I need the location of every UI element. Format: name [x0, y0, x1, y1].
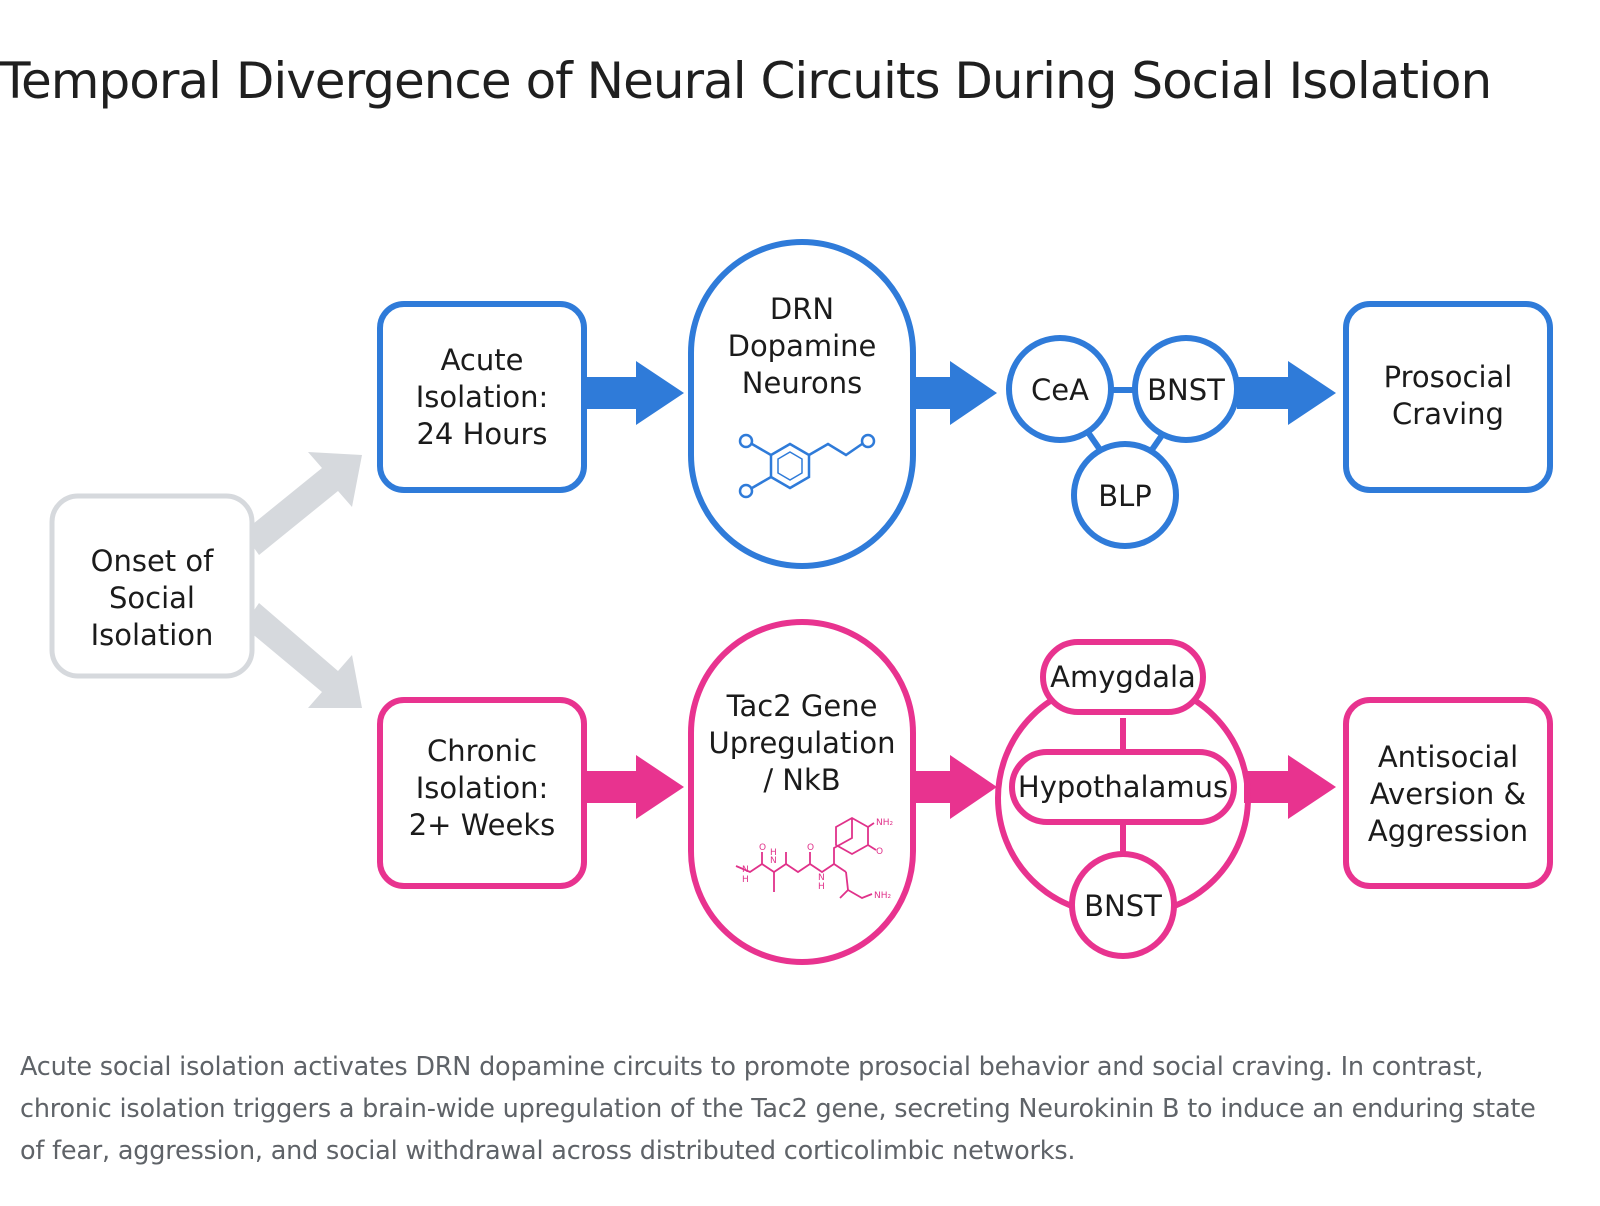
onset-label-2: Social: [109, 581, 195, 615]
region-bnst-acute: BNST: [1132, 335, 1240, 443]
acute-outcome-node: Prosocial Craving: [1343, 301, 1553, 493]
region-amygdala: Amygdala: [1040, 639, 1206, 715]
acute-stage-node: Acute Isolation: 24 Hours: [377, 301, 587, 493]
chronic-outcome-label-1: Antisocial: [1378, 740, 1518, 774]
region-amygdala-label: Amygdala: [1050, 660, 1196, 694]
onset-node: Onset of Social Isolation: [49, 493, 255, 679]
chem-h-1: H: [742, 875, 749, 885]
acute-mechanism-label-3: Neurons: [742, 366, 862, 400]
chronic-outcome-label-2: Aversion &: [1370, 777, 1526, 811]
chem-h-2: H: [770, 848, 777, 858]
acute-arrow-2: [910, 361, 997, 425]
branch-arrow-up: [243, 452, 362, 555]
figure-caption: Acute social isolation activates DRN dop…: [20, 1052, 1536, 1166]
chronic-arrow-2: [910, 755, 997, 819]
chem-o-ring: O: [876, 847, 883, 857]
acute-regions-cluster: CeA BNST BLP: [1006, 335, 1240, 549]
onset-label-3: Isolation: [91, 618, 214, 652]
acute-stage-label-3: 24 Hours: [416, 417, 547, 451]
chronic-regions-cluster: Amygdala Hypothalamus BNST: [995, 639, 1251, 959]
acute-pathway: Acute Isolation: 24 Hours DRN Dopamine N…: [377, 239, 1553, 569]
chronic-arrow-1: [582, 755, 684, 819]
branch-arrow-down: [243, 603, 362, 708]
chem-n-2: N: [770, 856, 777, 866]
chem-n-3: N: [818, 873, 825, 883]
chem-nh2-top: NH₂: [876, 818, 894, 828]
acute-stage-label-1: Acute: [441, 343, 524, 377]
acute-outcome-label-2: Craving: [1392, 397, 1504, 431]
acute-mechanism-label-2: Dopamine: [728, 329, 877, 363]
chem-h-3: H: [818, 882, 825, 892]
acute-outcome-label-1: Prosocial: [1384, 360, 1513, 394]
region-bnst-acute-label: BNST: [1147, 373, 1225, 407]
acute-mechanism-node: DRN Dopamine Neurons: [688, 239, 916, 569]
region-hypothalamus-label: Hypothalamus: [1018, 770, 1228, 804]
chronic-stage-node: Chronic Isolation: 2+ Weeks: [377, 697, 587, 889]
chronic-outcome-label-3: Aggression: [1368, 814, 1528, 848]
chronic-mechanism-label-3: / NkB: [763, 763, 840, 797]
region-blp: BLP: [1071, 441, 1179, 549]
neurokinin-b-molecule-icon: NH₂ O N H O N H O N H NH₂: [735, 816, 894, 901]
chronic-mechanism-node: Tac2 Gene Upregulation / NkB: [688, 619, 916, 965]
branch-arrows: [243, 452, 362, 708]
chem-nh2-bottom: NH₂: [874, 891, 892, 901]
acute-arrow-1: [582, 361, 684, 425]
chronic-stage-label-1: Chronic: [427, 734, 537, 768]
chronic-arrow-3: [1244, 755, 1336, 819]
chem-o-3: O: [807, 843, 814, 853]
region-blp-label: BLP: [1098, 479, 1152, 513]
acute-arrow-3: [1237, 361, 1336, 425]
region-bnst-chronic: BNST: [1069, 851, 1177, 959]
chronic-mechanism-label-1: Tac2 Gene: [726, 689, 878, 723]
region-hypothalamus: Hypothalamus: [1009, 749, 1237, 825]
chem-o-2: O: [759, 843, 766, 853]
region-cea-label: CeA: [1031, 373, 1089, 407]
acute-mechanism-label-1: DRN: [770, 292, 834, 326]
chronic-stage-label-2: Isolation:: [416, 771, 549, 805]
chem-n-1: N: [742, 865, 749, 875]
page-title: Temporal Divergence of Neural Circuits D…: [0, 52, 1492, 110]
region-cea: CeA: [1006, 335, 1114, 443]
dopamine-molecule-icon: [738, 433, 876, 499]
chronic-outcome-node: Antisocial Aversion & Aggression: [1343, 697, 1553, 889]
region-bnst-chronic-label: BNST: [1084, 889, 1162, 923]
acute-stage-label-2: Isolation:: [416, 380, 549, 414]
chronic-stage-label-3: 2+ Weeks: [409, 808, 556, 842]
chronic-mechanism-label-2: Upregulation: [709, 726, 896, 760]
chronic-pathway: Chronic Isolation: 2+ Weeks Tac2 Gene Up…: [377, 619, 1553, 965]
onset-label-1: Onset of: [91, 544, 214, 578]
